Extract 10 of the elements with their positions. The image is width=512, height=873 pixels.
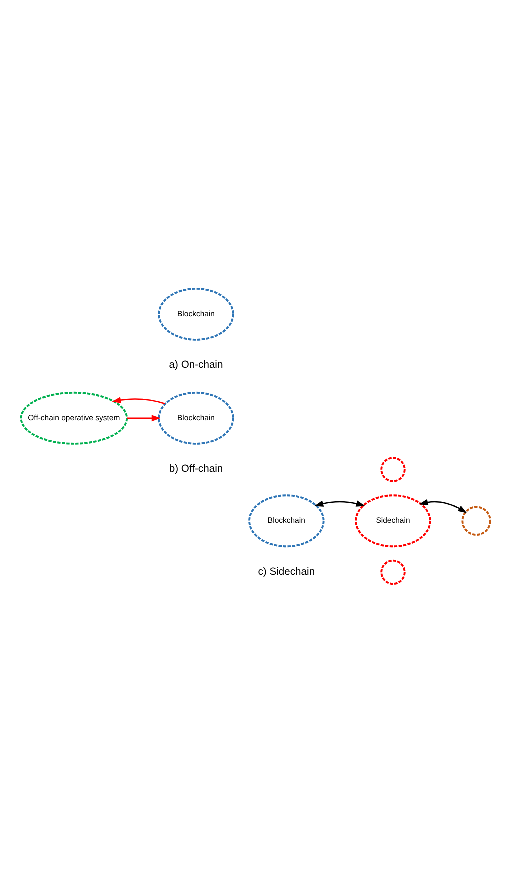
arrow bbox=[419, 499, 468, 514]
node-circle bbox=[462, 506, 492, 536]
label: c) Sidechain bbox=[258, 566, 316, 578]
label: a) On-chain bbox=[169, 360, 224, 372]
node-circle bbox=[380, 457, 406, 482]
arrow bbox=[314, 500, 366, 507]
label: b) Off-chain bbox=[169, 464, 224, 476]
node-circle bbox=[380, 560, 406, 586]
arrow bbox=[112, 397, 166, 405]
arrow bbox=[127, 415, 161, 422]
